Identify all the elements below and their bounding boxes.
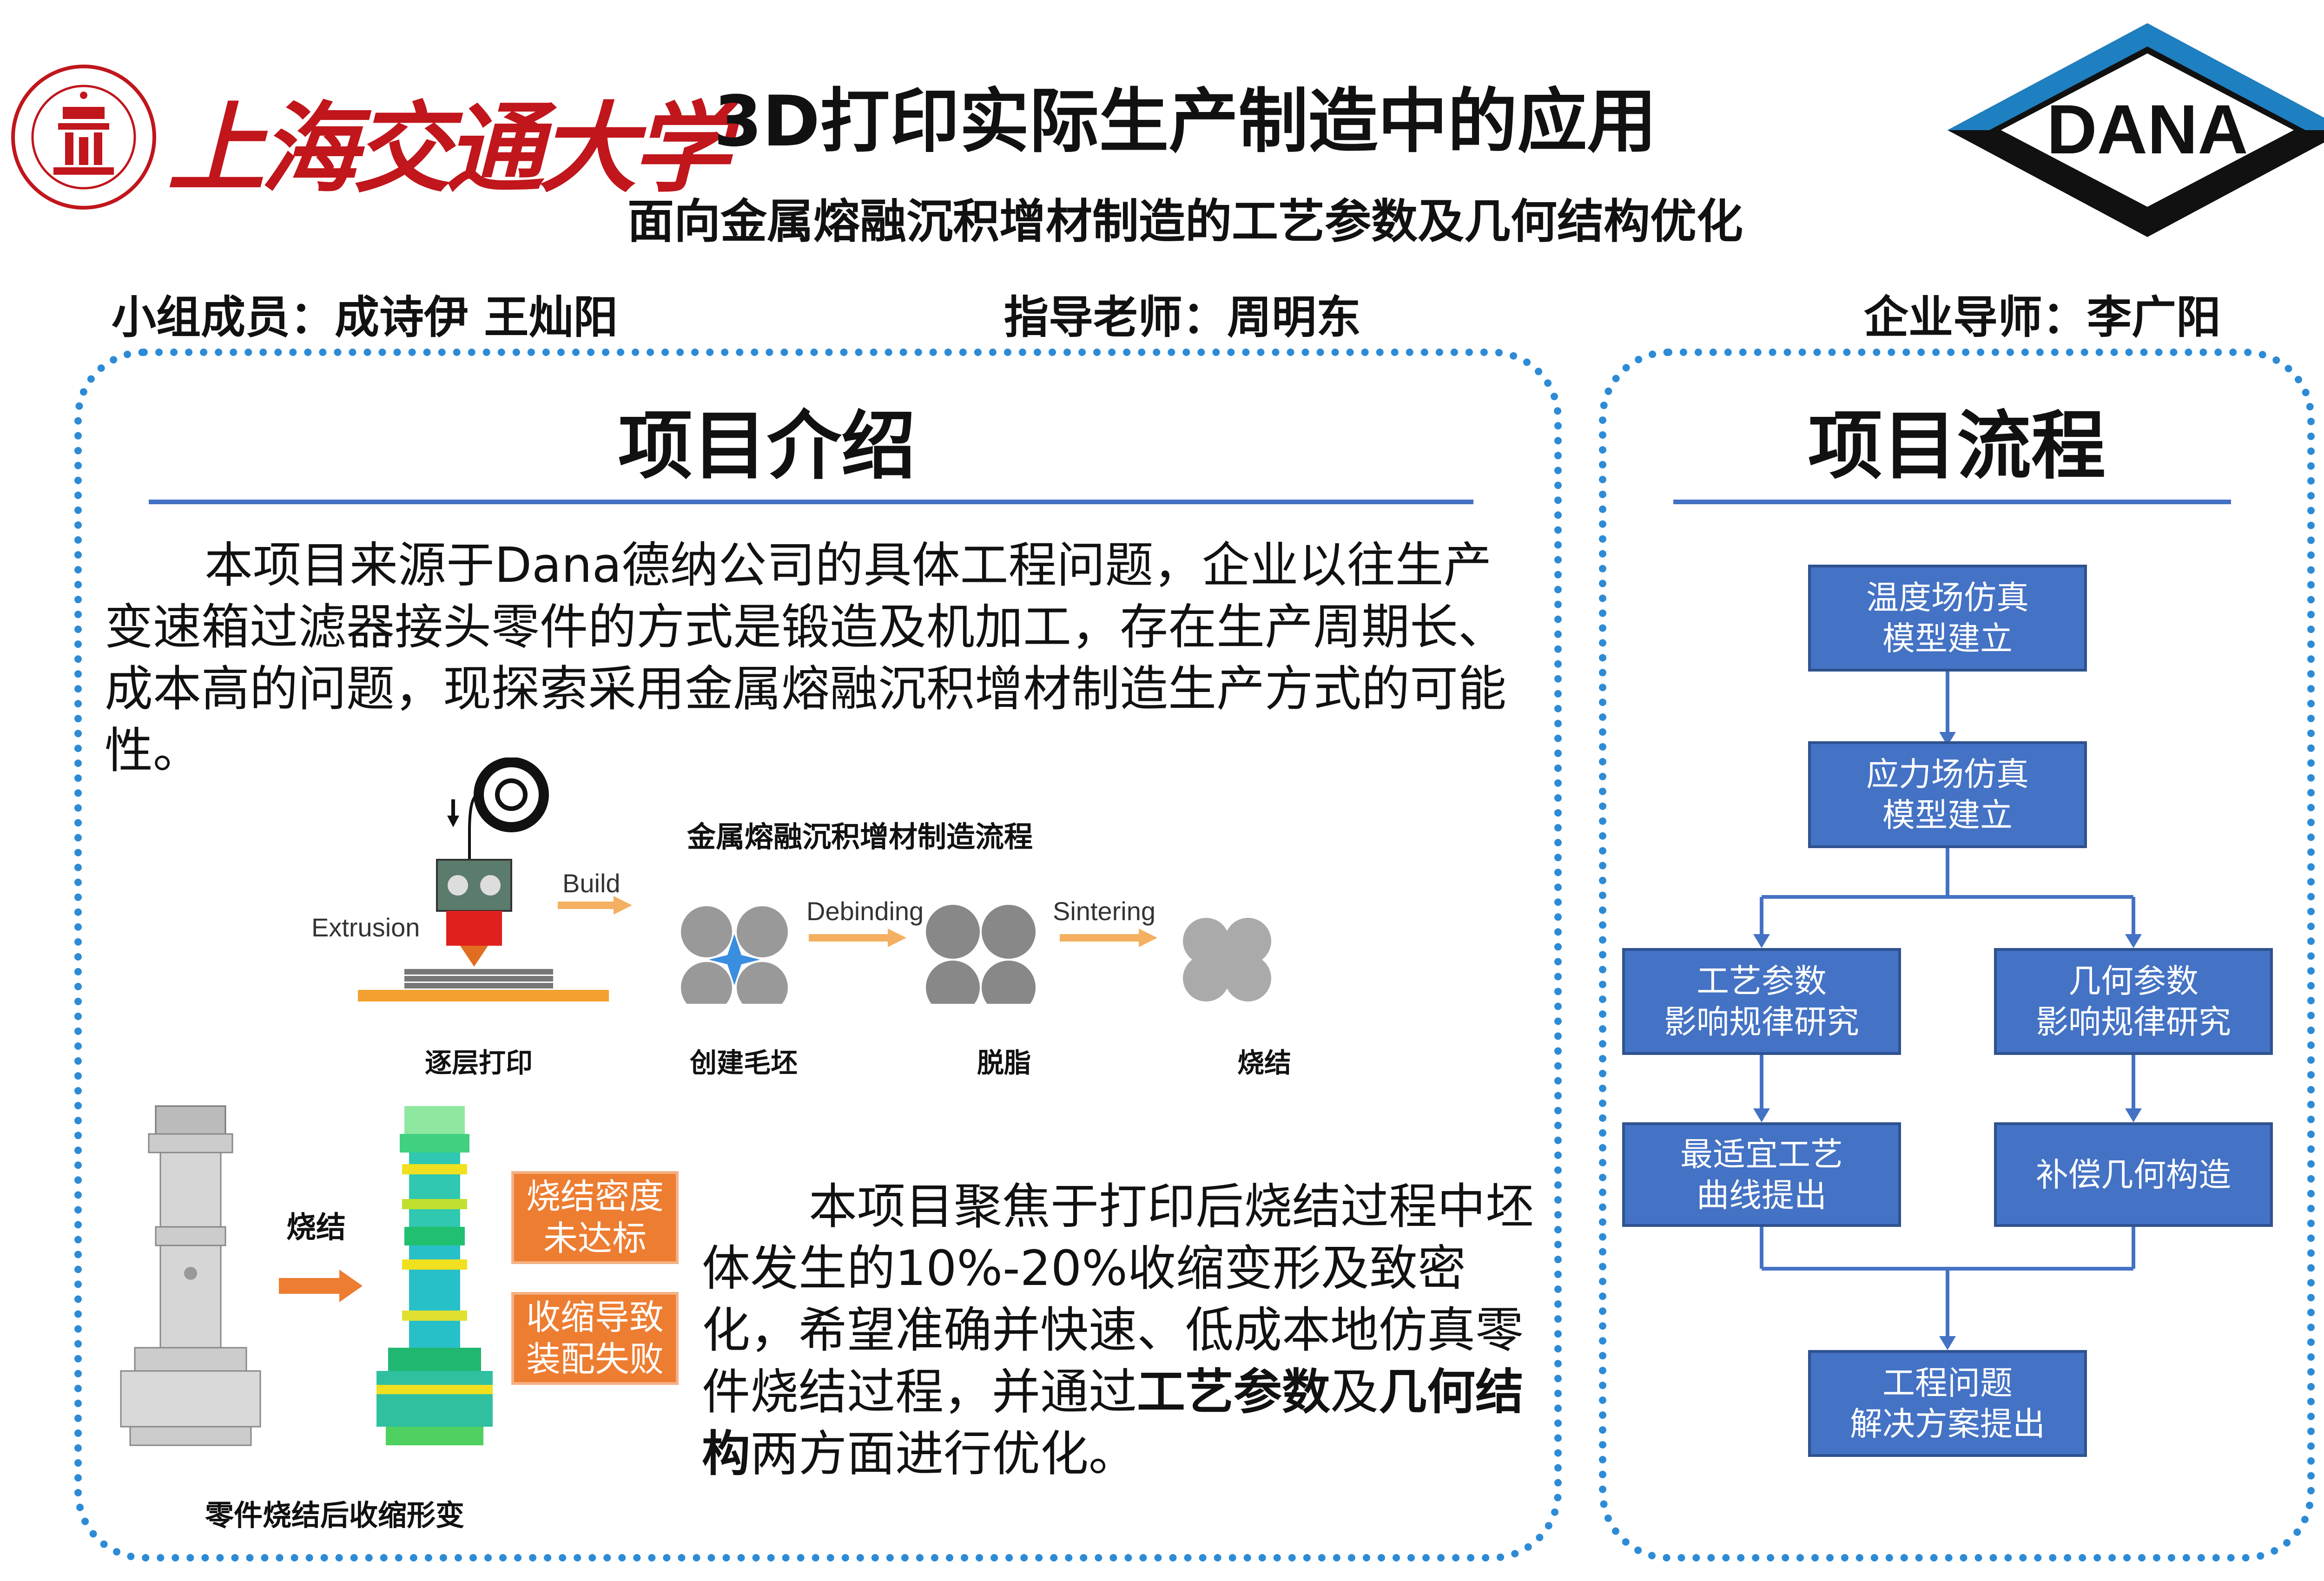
badge-density-not-met: 烧结密度未达标 [511, 1171, 679, 1264]
badge-assembly-failure: 收缩导致装配失败 [511, 1292, 679, 1385]
flow-rule [1673, 500, 2231, 504]
part-shrinkage-figure [120, 1105, 493, 1446]
svg-text:Build: Build [562, 869, 621, 898]
svg-text:Debinding: Debinding [806, 896, 924, 926]
faculty-advisor: 指导老师：周明东 [1004, 291, 1361, 343]
intro-rule [149, 500, 1473, 504]
sinter-arrow-label: 烧结 [286, 1211, 346, 1245]
dana-logo: DANA [1948, 23, 2324, 237]
intro-paragraph-2: 本项目聚焦于打印后烧结过程中坯体发生的10%-20%收缩变形及致密化，希望准确并… [702, 1178, 1534, 1482]
flow-connectors [1753, 672, 2142, 1350]
flow-panel [1599, 349, 2315, 1561]
step-sintering: 烧结 [1237, 1047, 1291, 1079]
step-layer-print: 逐层打印 [424, 1047, 533, 1079]
industry-mentor: 企业导师：李广阳 [1864, 291, 2221, 343]
step-debinding: 脱脂 [977, 1047, 1031, 1079]
sjtu-wordmark: 上海交通大学 [167, 91, 730, 206]
shrinkage-caption: 零件烧结后收缩形变 [205, 1498, 464, 1532]
sjtu-seal-logo [11, 65, 156, 210]
svg-text:Sintering: Sintering [1053, 896, 1155, 926]
intro-paragraph-1: 本项目来源于Dana德纳公司的具体工程问题，企业以往生产变速箱过滤器接头零件的方… [105, 537, 1507, 779]
intro-title: 项目介绍 [618, 402, 916, 489]
process-title: 金属熔融沉积增材制造流程 [687, 820, 1033, 854]
flow-title: 项目流程 [1808, 402, 2106, 489]
process-diagram: Extrusion Build Debinding Sintering [311, 758, 1271, 1004]
step-green-body: 创建毛坯 [689, 1047, 798, 1079]
flow-step-solution: 工程问题解决方案提出 [1808, 1350, 2087, 1457]
svg-text:Extrusion: Extrusion [311, 913, 420, 942]
group-members: 小组成员：成诗伊 王灿阳 [112, 291, 618, 343]
intro-panel [74, 349, 1562, 1561]
flow-step-stress-model: 应力场仿真模型建立 [1808, 741, 2087, 848]
dana-logo-text: DANA [2047, 90, 2248, 168]
flow-step-thermal-model: 温度场仿真模型建立 [1808, 565, 2087, 672]
flow-step-process-params: 工艺参数影响规律研究 [1622, 948, 1901, 1055]
flow-step-geometry-params: 几何参数影响规律研究 [1994, 948, 2273, 1055]
poster-subtitle: 面向金属熔融沉积增材制造的工艺参数及几何结构优化 [627, 194, 1743, 249]
poster-title: 3D打印实际生产制造中的应用 [713, 81, 1657, 162]
flow-step-geometry-compensation: 补偿几何构造 [1994, 1122, 2273, 1227]
flow-step-optimal-curve: 最适宜工艺曲线提出 [1622, 1122, 1901, 1227]
